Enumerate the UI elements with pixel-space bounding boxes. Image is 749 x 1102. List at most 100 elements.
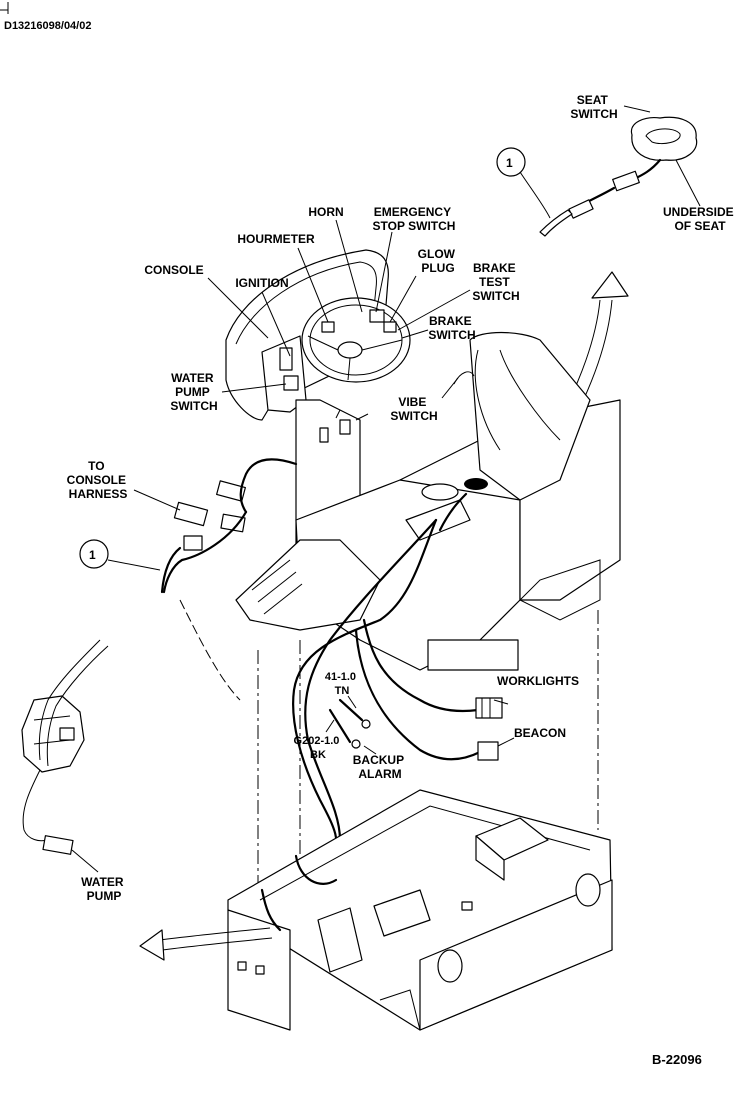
main-harness-2	[304, 518, 438, 842]
harness-connector-4	[183, 535, 203, 551]
seat-switch-body	[630, 116, 698, 161]
fuel-cap	[421, 483, 459, 501]
operator-platform	[235, 331, 621, 671]
leader-backup-alarm	[363, 745, 377, 755]
leader-glow-plug	[389, 275, 417, 323]
callout-seat-number: 1	[506, 156, 513, 170]
frame-block	[373, 889, 431, 937]
seat-switch-top	[645, 128, 681, 145]
seat-base-lines	[474, 349, 561, 451]
harness-wire-b	[162, 510, 248, 594]
water-pump-harness-route	[179, 599, 241, 701]
leader-horn	[335, 219, 363, 313]
platform-top-plate	[405, 499, 471, 541]
frame-harness	[294, 854, 338, 885]
steering-spokes	[307, 335, 403, 381]
frame-slot	[461, 901, 473, 911]
water-pump-terminal	[59, 727, 75, 741]
leader-water-pump	[71, 849, 99, 873]
leader-brake-test	[397, 289, 471, 331]
backup-alarm-term-2	[351, 739, 361, 749]
hourmeter	[321, 321, 335, 333]
leader-hourmeter	[297, 247, 329, 323]
label-console: CONSOLE	[144, 263, 203, 277]
ignition-switch	[279, 347, 293, 371]
glow-plug-indicator	[383, 321, 397, 333]
leader-callout-seat	[519, 171, 551, 219]
harness-connector-2	[173, 501, 209, 527]
seat-harness-connector	[568, 199, 594, 219]
seat-base	[469, 331, 591, 501]
label-wire-41: 41-1.0 TN	[325, 671, 359, 697]
worklights-wire	[362, 618, 480, 713]
figure-number: B-22096	[652, 1052, 702, 1067]
label-horn: HORN	[308, 205, 343, 219]
worklights-connector-detail	[481, 698, 491, 718]
label-hourmeter: HOURMETER	[237, 232, 315, 246]
label-to-console-harness: TO CONSOLE HARNESS	[67, 459, 130, 501]
chassis-frame	[227, 789, 613, 1031]
label-worklights: WORKLIGHTS	[497, 674, 579, 688]
main-harness	[292, 518, 438, 862]
harness-connector-1	[216, 480, 246, 502]
label-backup-alarm: BACKUP ALARM	[353, 753, 407, 781]
steering-hub	[337, 341, 363, 359]
label-water-pump: WATER PUMP	[81, 875, 127, 903]
frame-plate-side	[475, 835, 505, 881]
water-pump-lead	[22, 769, 47, 842]
seat-switch-connector	[612, 170, 640, 192]
beacon-wire	[354, 628, 482, 761]
frame-harness-2	[260, 888, 282, 932]
platform-skirt	[427, 639, 519, 671]
frame-hole-2	[575, 873, 601, 907]
leader-water-pump-switch	[221, 383, 287, 393]
backup-alarm-leads	[328, 698, 364, 744]
arrow-head-pump	[139, 929, 165, 961]
label-wire-g202: G202-1.0 BK	[294, 735, 343, 761]
water-hose	[38, 639, 109, 767]
harness-wire-a	[239, 458, 298, 514]
label-seat-switch: SEAT SWITCH	[570, 93, 617, 121]
leader-callout-harness	[107, 559, 161, 571]
leader-worklights	[493, 699, 509, 705]
water-pump-detail	[21, 599, 241, 873]
callout-circle-harness	[79, 539, 109, 569]
vibe-switch-knob	[464, 478, 488, 490]
water-pump-body	[21, 695, 85, 773]
frame-bolt-1	[237, 961, 247, 971]
console-harness	[79, 458, 298, 594]
vibe-switch-handle	[453, 371, 475, 385]
leader-emergency-stop	[375, 231, 393, 313]
backup-alarm-term-1	[361, 719, 371, 729]
leader-wire-g202	[325, 719, 335, 733]
console-rim	[235, 261, 377, 345]
seat-switch-detail	[496, 105, 701, 237]
steering-wheel	[301, 297, 411, 383]
leader-vibe-switch	[441, 377, 459, 399]
frame-bolt-2	[255, 965, 265, 975]
platform-bracket	[519, 559, 601, 621]
arrow-head-seat	[591, 271, 629, 299]
arrow-shaft-pump	[159, 927, 273, 951]
label-brake-test-switch: BRAKE TEST SWITCH	[472, 261, 519, 303]
label-underside-of-seat: UNDERSIDE OF SEAT	[663, 205, 737, 233]
callout-harness-number: 1	[89, 548, 96, 562]
label-glow-plug: GLOW PLUG	[418, 247, 459, 275]
label-ignition: IGNITION	[235, 276, 288, 290]
corner-mark	[0, 2, 9, 14]
label-beacon: BEACON	[514, 726, 566, 740]
brake-switch-link	[335, 409, 369, 421]
leader-ignition	[261, 291, 291, 357]
leader-to-console-harness	[133, 489, 181, 511]
frame-right-wall	[419, 879, 613, 1031]
foot-step-treads	[251, 559, 303, 615]
harness-to-switch	[438, 492, 468, 532]
column-fitting-2	[339, 419, 351, 435]
water-pump-switch	[283, 375, 299, 391]
leader-wire-41	[347, 695, 357, 709]
frame-bracket	[317, 907, 363, 973]
beacon-connector	[477, 741, 499, 761]
frame-foot	[379, 989, 421, 1031]
